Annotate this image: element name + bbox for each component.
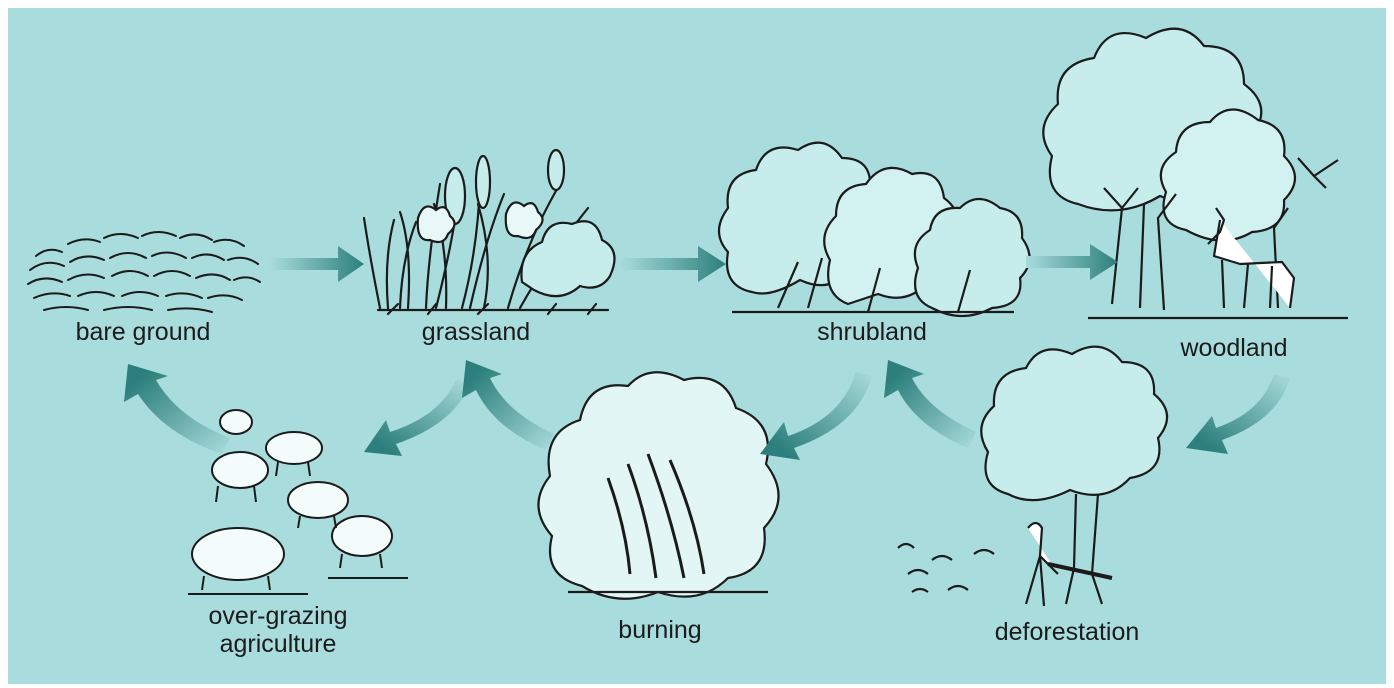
succession-diagram: bare ground grassland shrubland woodland… [8,8,1386,684]
label-over-grazing: over-grazing agriculture [178,602,378,658]
arrow-grazing-to-bare [124,364,230,454]
grassland-illustration [364,150,615,314]
arrow-grass-to-shrub [620,246,726,282]
arrow-wood-to-deforestation [1186,374,1290,454]
arrow-bare-to-grass [270,246,364,282]
shrubland-illustration [719,143,1030,316]
label-shrubland: shrubland [792,318,952,346]
burning-illustration [538,372,778,598]
label-over-grazing-line1: over-grazing [178,602,378,630]
arrow-shrub-to-wood [1026,244,1118,280]
label-bare-ground: bare ground [48,318,238,346]
bare-ground-illustration [28,232,260,312]
arrow-deforestation-to-shrub [884,360,976,448]
label-burning: burning [590,616,730,644]
label-woodland: woodland [1154,334,1314,362]
label-grassland: grassland [396,318,556,346]
arrow-grass-to-grazing [364,380,470,456]
arrow-shrub-to-burning [760,372,872,460]
label-deforestation: deforestation [972,618,1162,646]
label-over-grazing-line2: agriculture [178,630,378,658]
deforestation-illustration [898,347,1167,606]
woodland-illustration [1043,29,1348,318]
arrow-burning-to-grass [462,360,554,450]
